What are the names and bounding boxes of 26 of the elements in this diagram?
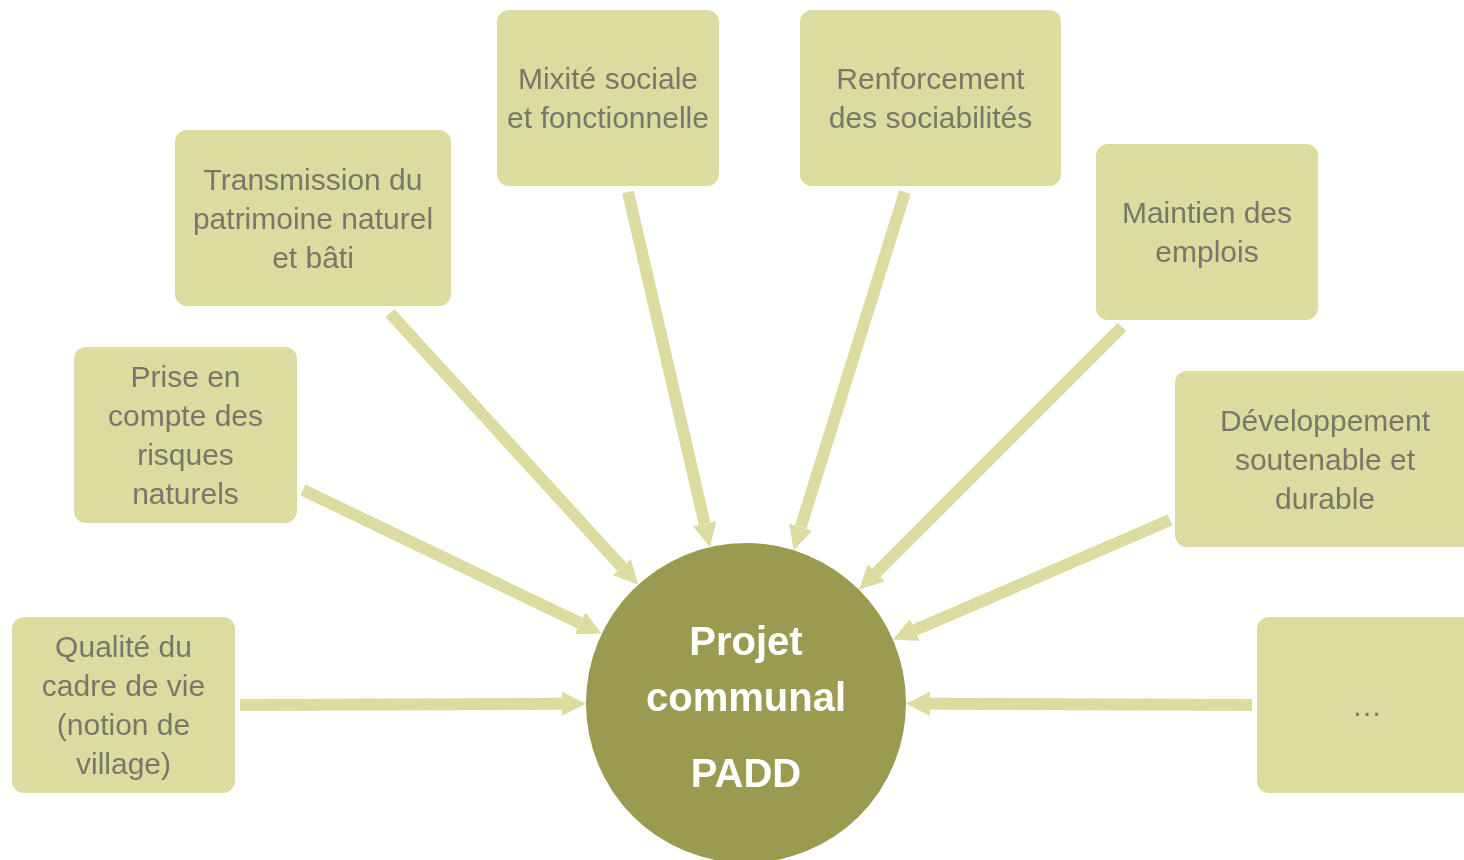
arrow [892, 514, 1173, 642]
topic-label: Développement soutenable et durable [1218, 402, 1432, 517]
arrow [906, 691, 1252, 716]
topic-box [175, 130, 451, 306]
topic-label: Prise en compte des risques naturels [106, 359, 265, 512]
topic-box [12, 617, 235, 793]
circle-label: PADD [689, 750, 803, 797]
topic-box [1096, 144, 1318, 320]
arrow [622, 190, 717, 548]
topic-box [74, 347, 297, 523]
topic-label: Renforcement des sociabilités [827, 61, 1034, 136]
arrow [385, 308, 639, 585]
topic-box [1175, 371, 1464, 547]
arrow [859, 322, 1127, 590]
topic-label: … [1352, 687, 1382, 724]
topic-box [497, 10, 719, 186]
circle-label: Projet communal [644, 618, 847, 721]
topic-box [1257, 617, 1464, 793]
topic-label: Qualité du cadre de vie (notion de village) [40, 629, 207, 782]
topic-label: Mixité sociale et fonctionnelle [506, 61, 710, 136]
topic-label: Transmission du patrimoine naturel et bâti [191, 161, 435, 276]
arrow [240, 691, 586, 716]
topic-label: Maintien des emplois [1120, 195, 1294, 270]
arrow [300, 484, 602, 635]
arrow [789, 190, 911, 551]
topic-box [800, 10, 1061, 186]
